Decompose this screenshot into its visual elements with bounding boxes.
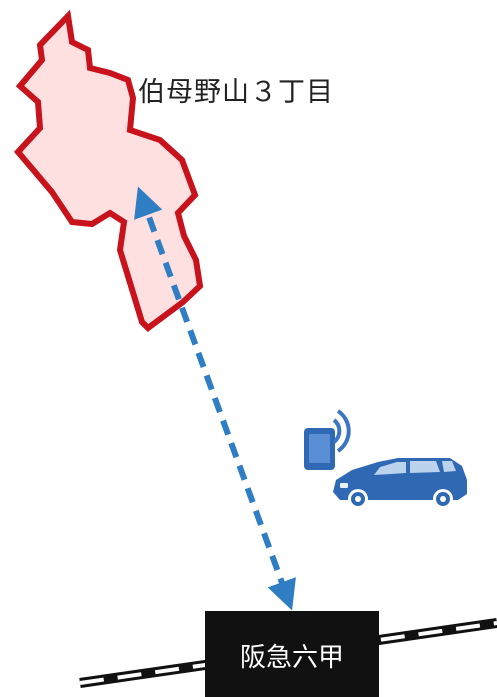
station-label: 阪急六甲: [205, 637, 379, 674]
car-icon: [333, 458, 467, 509]
area-boundary[interactable]: [18, 16, 200, 328]
smartphone-signal-icon: [304, 411, 349, 470]
area-label: 伯母野山３丁目: [138, 70, 334, 109]
